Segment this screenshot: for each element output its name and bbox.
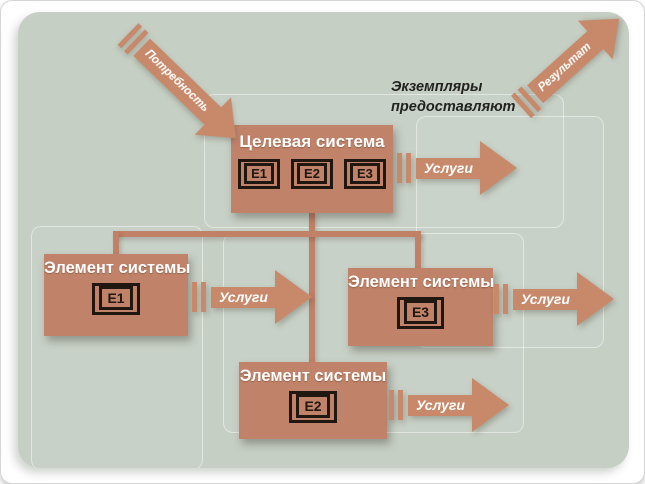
result-arrow-label: Результат — [536, 40, 594, 95]
need-arrow-body: Потребность — [133, 38, 221, 125]
break-bar — [503, 284, 508, 314]
target-system-title: Целевая система — [239, 132, 385, 151]
break-bar — [192, 282, 197, 312]
element-title: Элемент системы — [239, 367, 387, 385]
services-arrow-element-e2: Услуги — [389, 378, 509, 432]
flow-break-bars — [192, 282, 206, 312]
services-arrow-body: Услуги — [416, 157, 480, 179]
services-arrow-body: Услуги — [513, 288, 577, 310]
instance-chip-e1: Е1 — [92, 283, 140, 315]
connector-branch-left — [113, 231, 119, 257]
break-bar — [494, 284, 499, 314]
target-instance-chips: Е1 Е2 Е3 — [231, 159, 393, 189]
flow-break-bars — [397, 153, 411, 183]
diagram-canvas: Потребность Результат Экземпляры предост… — [18, 12, 629, 468]
connector-branch-horizontal — [113, 231, 421, 237]
instances-note-line2: предоставляют — [391, 98, 516, 115]
services-arrow-body: Услуги — [408, 394, 472, 416]
instance-chip-e3: Е3 — [396, 297, 445, 329]
services-arrow-body: Услуги — [211, 286, 275, 308]
instance-chip-label: Е2 — [296, 394, 330, 418]
instance-chip-e2: Е2 — [289, 391, 337, 423]
instance-chip-label: Е2 — [297, 163, 327, 184]
break-bar — [201, 282, 206, 312]
need-arrow-label: Потребность — [142, 47, 212, 115]
services-arrow-label: Услуги — [521, 291, 570, 307]
arrow-head-icon — [472, 378, 509, 432]
services-arrow-label: Услуги — [219, 289, 268, 305]
instance-chip-e3: Е3 — [343, 159, 386, 189]
result-arrow-body: Результат — [527, 30, 604, 104]
instance-chip-label: Е3 — [349, 163, 380, 184]
instance-chip-label: Е3 — [403, 300, 438, 324]
element-box-e2: Элемент системы Е2 — [239, 362, 387, 439]
arrow-head-icon — [577, 272, 614, 326]
target-system-box: Целевая система Е1 Е2 Е3 — [231, 125, 393, 213]
instances-note-line1: Экземпляры — [391, 79, 483, 95]
arrow-head-icon — [275, 270, 312, 324]
services-arrow-element-e3: Услуги — [494, 272, 614, 326]
instance-chip-label: Е1 — [99, 286, 133, 310]
arrow-head-icon — [480, 141, 517, 195]
instance-chip-e1: Е1 — [238, 159, 281, 189]
services-arrow-target: Услуги — [397, 141, 517, 195]
element-box-e3: Элемент системы Е3 — [348, 268, 495, 346]
need-arrow: Потребность — [109, 14, 256, 158]
break-bar — [398, 390, 403, 420]
services-arrow-element-e1: Услуги — [192, 270, 312, 324]
instance-chip-e2: Е2 — [291, 159, 333, 189]
instances-note: Экземпляры предоставляют — [391, 78, 515, 117]
break-bar — [406, 153, 411, 183]
element-box-e1: Элемент системы Е1 — [44, 254, 191, 336]
instance-chip-label: Е1 — [244, 163, 275, 184]
flow-break-bars — [389, 390, 403, 420]
element-title: Элемент системы — [348, 273, 495, 291]
connector-trunk-vertical — [309, 212, 315, 362]
flow-break-bars — [494, 284, 508, 314]
break-bar — [389, 390, 394, 420]
element-title: Элемент системы — [44, 259, 191, 277]
break-bar — [397, 153, 402, 183]
services-arrow-label: Услуги — [424, 160, 473, 176]
connector-branch-right — [415, 231, 421, 271]
services-arrow-label: Услуги — [416, 397, 465, 413]
